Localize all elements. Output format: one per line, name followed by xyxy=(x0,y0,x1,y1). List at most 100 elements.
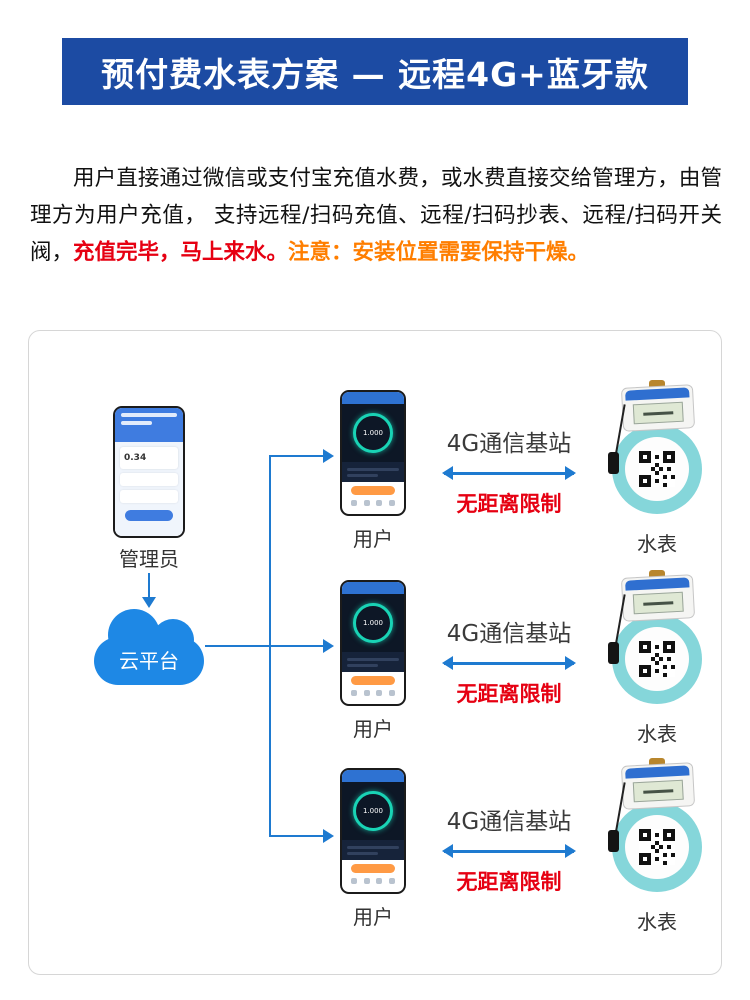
nav-icon xyxy=(388,690,395,696)
meter-lcd xyxy=(632,401,684,424)
meter-face xyxy=(625,626,689,691)
double-arrow-icon xyxy=(435,465,583,481)
link-label: 4G通信基站 xyxy=(446,431,572,457)
nav-icon xyxy=(351,690,358,696)
pipe-fitting-icon xyxy=(649,757,665,768)
diagram-row: 1.000 用户 4G通信基站 无距离限制 xyxy=(329,754,713,944)
recharge-button xyxy=(351,864,395,873)
meter-plug-icon xyxy=(608,641,619,664)
page-title-banner: 预付费水表方案 — 远程4G+蓝牙款 xyxy=(62,38,688,105)
balance-card: 0.34 xyxy=(120,447,178,469)
meter-display-head xyxy=(620,761,696,810)
meter-plug-icon xyxy=(608,829,619,852)
pipe-fitting-icon xyxy=(649,379,665,390)
diagram-row: 1.000 用户 4G通信基站 无距离限制 xyxy=(329,376,713,566)
pipe-fitting-icon xyxy=(649,569,665,580)
phone-screen: 1.000 xyxy=(342,404,404,462)
arrow-right-icon xyxy=(323,449,341,463)
phone-nav-icons xyxy=(342,688,404,698)
user-phone-mockup: 1.000 xyxy=(340,768,406,894)
meter-column: 水表 xyxy=(601,379,713,557)
intro-paragraph: 用户直接通过微信或支付宝充值水费，或水费直接交给管理方，由管理方为用户充值， 支… xyxy=(30,160,722,271)
link-label: 4G通信基站 xyxy=(446,621,572,647)
cloud-icon: 云平台 xyxy=(94,609,204,685)
user-label: 用户 xyxy=(353,527,393,551)
text-placeholder-line xyxy=(121,413,177,417)
meter-brand-strip xyxy=(625,386,690,401)
link-column: 4G通信基站 无距离限制 xyxy=(417,424,601,518)
nav-icon xyxy=(351,878,358,884)
nav-icon xyxy=(363,690,370,696)
phone-app-bar xyxy=(342,582,404,594)
user-column: 1.000 用户 xyxy=(329,580,417,742)
phone-info-rows xyxy=(342,462,404,482)
nav-icon xyxy=(388,878,395,884)
user-phone-mockup: 1.000 xyxy=(340,580,406,706)
text-placeholder-line xyxy=(347,468,399,471)
balance-value: 0.34 xyxy=(124,453,147,463)
arrow-down-icon xyxy=(142,597,156,615)
meter-face xyxy=(625,814,689,879)
link-column: 4G通信基站 无距离限制 xyxy=(417,802,601,896)
text-placeholder-line xyxy=(347,474,379,477)
nav-icon xyxy=(376,690,383,696)
water-meter-icon xyxy=(607,757,707,902)
meter-display-head xyxy=(620,573,696,622)
meter-lcd xyxy=(632,591,684,614)
list-item xyxy=(120,473,178,486)
admin-label: 管理员 xyxy=(119,547,179,571)
meter-gauge-icon: 1.000 xyxy=(353,791,393,831)
intro-text: 用户直接通过微信或支付宝充值水费，或水费直接交给管理方，由管理方为用户充值， 支… xyxy=(30,166,722,265)
intro-highlight-red: 充值完毕，马上来水。 xyxy=(73,240,289,265)
meter-gauge-icon: 1.000 xyxy=(353,603,393,643)
recharge-button xyxy=(351,486,395,495)
qr-code-icon xyxy=(639,450,675,487)
phone-info-rows xyxy=(342,652,404,672)
connector-line xyxy=(269,645,325,647)
user-phone-mockup: 1.000 xyxy=(340,390,406,516)
link-note: 无距离限制 xyxy=(456,870,562,894)
link-note: 无距离限制 xyxy=(456,492,562,516)
nav-icon xyxy=(388,500,395,506)
meter-label: 水表 xyxy=(637,531,677,556)
user-column: 1.000 用户 xyxy=(329,390,417,552)
app-action-button xyxy=(125,510,173,521)
meter-gauge-icon: 1.000 xyxy=(353,413,393,453)
meter-face xyxy=(625,436,689,501)
admin-app-header xyxy=(115,408,183,442)
double-arrow-icon xyxy=(435,843,583,859)
page-title: 预付费水表方案 — 远程4G+蓝牙款 xyxy=(101,54,649,94)
admin-app-body: 0.34 xyxy=(115,442,183,536)
meter-brand-strip xyxy=(625,576,690,591)
link-label: 4G通信基站 xyxy=(446,809,572,835)
cloud-label: 云平台 xyxy=(119,649,179,673)
nav-icon xyxy=(376,500,383,506)
admin-phone-mockup: 0.34 xyxy=(113,406,185,538)
phone-screen: 1.000 xyxy=(342,782,404,840)
qr-code-icon xyxy=(639,828,675,865)
lcd-digits xyxy=(643,600,674,605)
meter-column: 水表 xyxy=(601,757,713,935)
qr-code-icon xyxy=(639,640,675,677)
meter-body xyxy=(612,613,702,704)
meter-column: 水表 xyxy=(601,569,713,747)
user-column: 1.000 用户 xyxy=(329,768,417,930)
connector-line xyxy=(148,573,150,599)
meter-label: 水表 xyxy=(637,909,677,934)
phone-app-bar xyxy=(342,770,404,782)
arrow-right-icon xyxy=(323,639,341,653)
recharge-button xyxy=(351,676,395,685)
link-column: 4G通信基站 无距离限制 xyxy=(417,614,601,708)
gauge-value: 1.000 xyxy=(362,619,384,627)
water-meter-icon xyxy=(607,569,707,714)
lcd-digits xyxy=(643,410,674,415)
nav-icon xyxy=(376,878,383,884)
phone-info-rows xyxy=(342,840,404,860)
nav-icon xyxy=(363,500,370,506)
connector-line xyxy=(205,645,269,647)
phone-nav-icons xyxy=(342,498,404,508)
text-placeholder-line xyxy=(347,664,379,667)
meter-body xyxy=(612,801,702,892)
double-arrow-icon xyxy=(435,655,583,671)
